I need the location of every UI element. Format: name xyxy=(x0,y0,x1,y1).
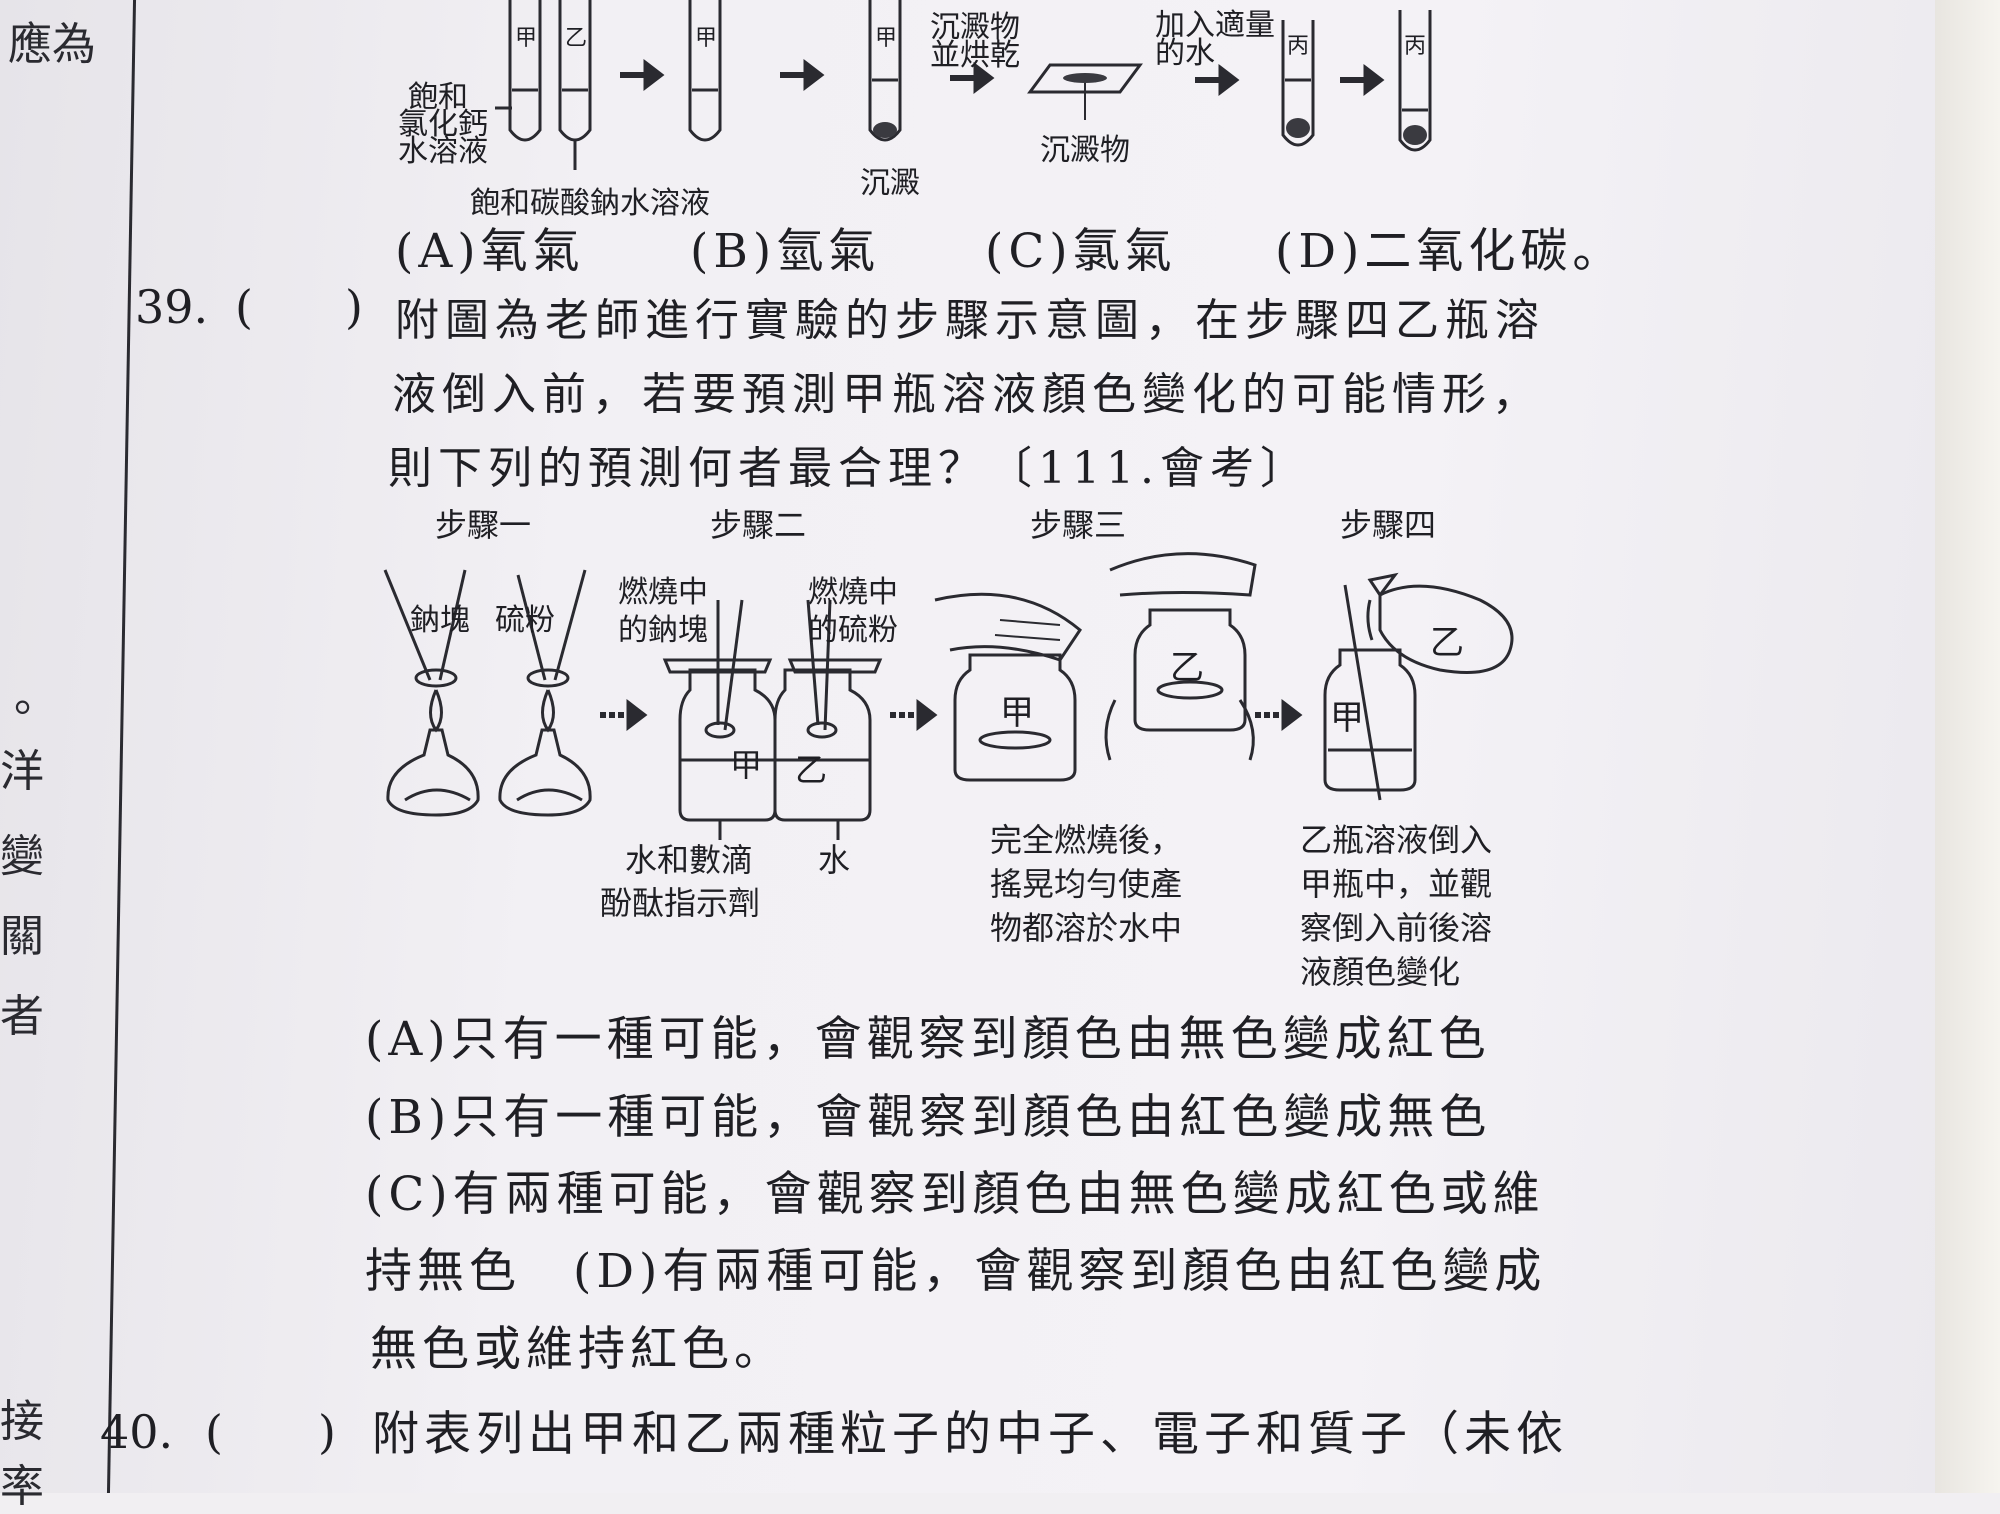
label-tube-jia: 甲 xyxy=(875,26,898,51)
step-title: 步驟一 xyxy=(435,506,532,544)
label-water-indicator: 水和數滴 xyxy=(625,841,754,879)
q40-answer-paren: ) xyxy=(318,1405,336,1459)
q39-text-line: 附圖為老師進行實驗的步驟示意圖，在步驟四乙瓶溶 xyxy=(395,295,1545,346)
q38-diagram xyxy=(495,0,1432,170)
label-tube-yi: 乙 xyxy=(565,26,588,51)
q39-text-line: 則下列的預測何者最合理？〔111.會考〕 xyxy=(388,443,1310,494)
q39-option-d-cont: 無色或維持紅色。 xyxy=(370,1322,786,1377)
label-jar-jia: 甲 xyxy=(1330,698,1364,738)
caption-step3: 完全燃燒後， 搖晃均勻使產 物都溶於水中 xyxy=(990,818,1182,950)
caption-line: 物都溶於水中 xyxy=(990,909,1183,947)
paper-sheet xyxy=(0,0,1935,1493)
edge-text: 率 xyxy=(0,1461,44,1512)
label-water-indicator: 酚酞指示劑 xyxy=(600,884,761,922)
label-filter-dry: 並烘乾 xyxy=(930,38,1020,73)
label-burning-sulfur: 的硫粉 xyxy=(808,613,898,648)
q38-option-d: (D)二氧化碳。 xyxy=(1275,224,1625,279)
caption-line: 乙瓶溶液倒入 xyxy=(1300,821,1493,859)
label-precipitate: 沉澱 xyxy=(860,166,920,201)
q39-option-c: (C)有兩種可能，會觀察到顏色由無色變成紅色或維 xyxy=(365,1167,1545,1222)
label-saturated-cacl2: 水溶液 xyxy=(398,134,488,169)
caption-step4: 乙瓶溶液倒入 甲瓶中，並觀 察倒入前後溶 液顏色變化 xyxy=(1300,818,1492,994)
label-sulfur-powder: 硫粉 xyxy=(495,603,555,638)
label-add-water: 的水 xyxy=(1155,36,1215,71)
label-jar-jia: 甲 xyxy=(1000,693,1034,733)
q40-text-line: 附表列出甲和乙兩種粒子的中子、電子和質子（未依 xyxy=(372,1407,1568,1462)
label-tube-bing: 丙 xyxy=(1404,34,1427,59)
q38-option-a: (A)氧氣 xyxy=(395,224,585,279)
step-title: 步驟三 xyxy=(1030,506,1127,544)
edge-text: 洋 xyxy=(0,746,44,797)
q39-number: 39. xyxy=(135,280,209,334)
edge-text: 。 xyxy=(14,671,58,722)
q38-option-c: (C)氯氣 xyxy=(985,224,1177,279)
label-tube-bing: 丙 xyxy=(1287,34,1310,59)
label-precipitate: 沉澱物 xyxy=(1040,133,1130,168)
caption-line: 甲瓶中，並觀 xyxy=(1300,865,1493,903)
caption-line: 液顏色變化 xyxy=(1300,953,1461,991)
label-burning-sulfur: 燃燒中 xyxy=(808,575,898,610)
label-saturated-cacl2: 飽和 xyxy=(408,80,468,115)
q39-text-line: 液倒入前，若要預測甲瓶溶液顏色變化的可能情形， xyxy=(392,369,1542,420)
edge-text: 關 xyxy=(0,911,44,962)
q39-answer-paren: ( xyxy=(235,280,253,334)
edge-text: 應為 xyxy=(8,19,96,70)
label-burning-sodium: 燃燒中 xyxy=(618,575,708,610)
q40-answer-paren: ( xyxy=(205,1405,223,1459)
q40-number: 40. xyxy=(100,1405,174,1459)
label-burning-sodium: 的鈉塊 xyxy=(618,613,708,648)
label-water: 水 xyxy=(818,841,851,879)
label-jar-yi: 乙 xyxy=(1430,623,1464,663)
caption-line: 搖晃均勻使產 xyxy=(990,865,1183,903)
q39-answer-paren: ) xyxy=(345,280,363,334)
caption-line: 完全燃燒後， xyxy=(990,821,1183,859)
q39-option-b: (B)只有一種可能，會觀察到顏色由紅色變成無色 xyxy=(365,1090,1492,1145)
label-add-water: 加入適量 xyxy=(1155,8,1275,43)
edge-text: 變 xyxy=(0,831,44,882)
label-filter-dry: 沉澱物 xyxy=(930,10,1020,45)
label-tube-jia: 甲 xyxy=(515,26,538,51)
label-saturated-cacl2: 氯化鈣 xyxy=(398,107,488,142)
q39-option-a: (A)只有一種可能，會觀察到顏色由無色變成紅色 xyxy=(365,1012,1491,1067)
label-sodium-lump: 鈉塊 xyxy=(410,603,470,638)
q39-diagram xyxy=(383,552,1514,840)
q38-option-b: (B)氫氣 xyxy=(690,224,881,279)
label-jar-yi: 乙 xyxy=(795,751,828,789)
label-jar-jia: 甲 xyxy=(730,746,763,784)
label-saturated-na2co3: 飽和碳酸鈉水溶液 xyxy=(470,186,710,221)
label-tube-jia: 甲 xyxy=(695,26,718,51)
edge-text: 接 xyxy=(0,1396,44,1447)
step-title: 步驟四 xyxy=(1340,506,1437,544)
q39-option-d: 持無色 (D)有兩種可能，會觀察到顏色由紅色變成 xyxy=(365,1244,1547,1299)
step-title: 步驟二 xyxy=(710,506,807,544)
edge-text: 者 xyxy=(0,991,44,1042)
desk-background xyxy=(1930,0,2000,1493)
caption-line: 察倒入前後溶 xyxy=(1300,909,1493,947)
label-jar-yi: 乙 xyxy=(1170,648,1204,688)
